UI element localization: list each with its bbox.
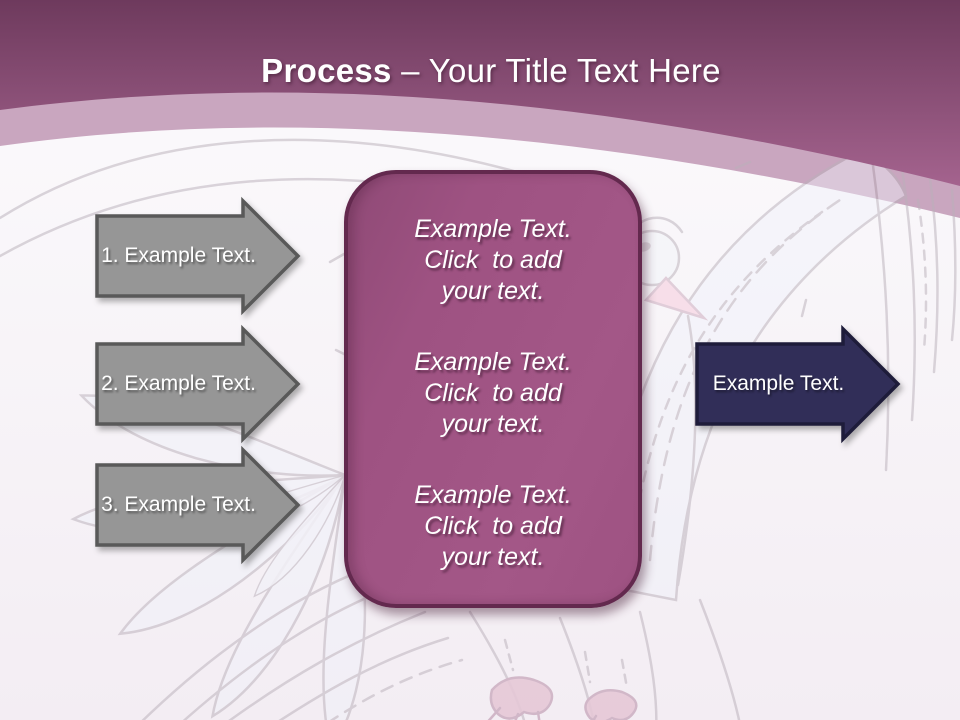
title-emphasis: Process	[261, 52, 392, 89]
dove-right-edge-feathers	[870, 156, 957, 472]
step-1-label: 1. Example Text.	[101, 244, 256, 267]
header-band	[0, 0, 960, 186]
result-arrow[interactable]: Example Text.	[695, 324, 901, 444]
result-arrow-label: Example Text.	[712, 372, 845, 395]
dove-feet	[487, 676, 638, 720]
step-arrow-shape	[95, 324, 301, 444]
panel-text-block-2[interactable]: Example Text. Click to add your text.	[414, 348, 572, 438]
step-3-label: 3. Example Text.	[101, 493, 256, 516]
process-step-arrow-2[interactable]: 2. Example Text.	[95, 324, 301, 444]
panel-text-block-3[interactable]: Example Text. Click to add your text.	[414, 481, 572, 571]
step-2-label: 2. Example Text.	[101, 372, 256, 395]
step-arrow-shape	[95, 196, 301, 316]
process-step-arrow-1[interactable]: 1. Example Text.	[95, 196, 301, 316]
process-step-arrow-3[interactable]: 3. Example Text.	[95, 445, 301, 565]
result-arrow-shape	[695, 324, 901, 444]
slide-title[interactable]: Process – Your Title Text Here	[0, 52, 960, 90]
title-rest: – Your Title Text Here	[391, 52, 721, 89]
step-arrow-shape	[95, 445, 301, 565]
dove-beak	[643, 276, 709, 321]
process-text-panel[interactable]: Example Text. Click to add your text. Ex…	[344, 170, 642, 608]
panel-text-block-1[interactable]: Example Text. Click to add your text.	[414, 215, 572, 305]
